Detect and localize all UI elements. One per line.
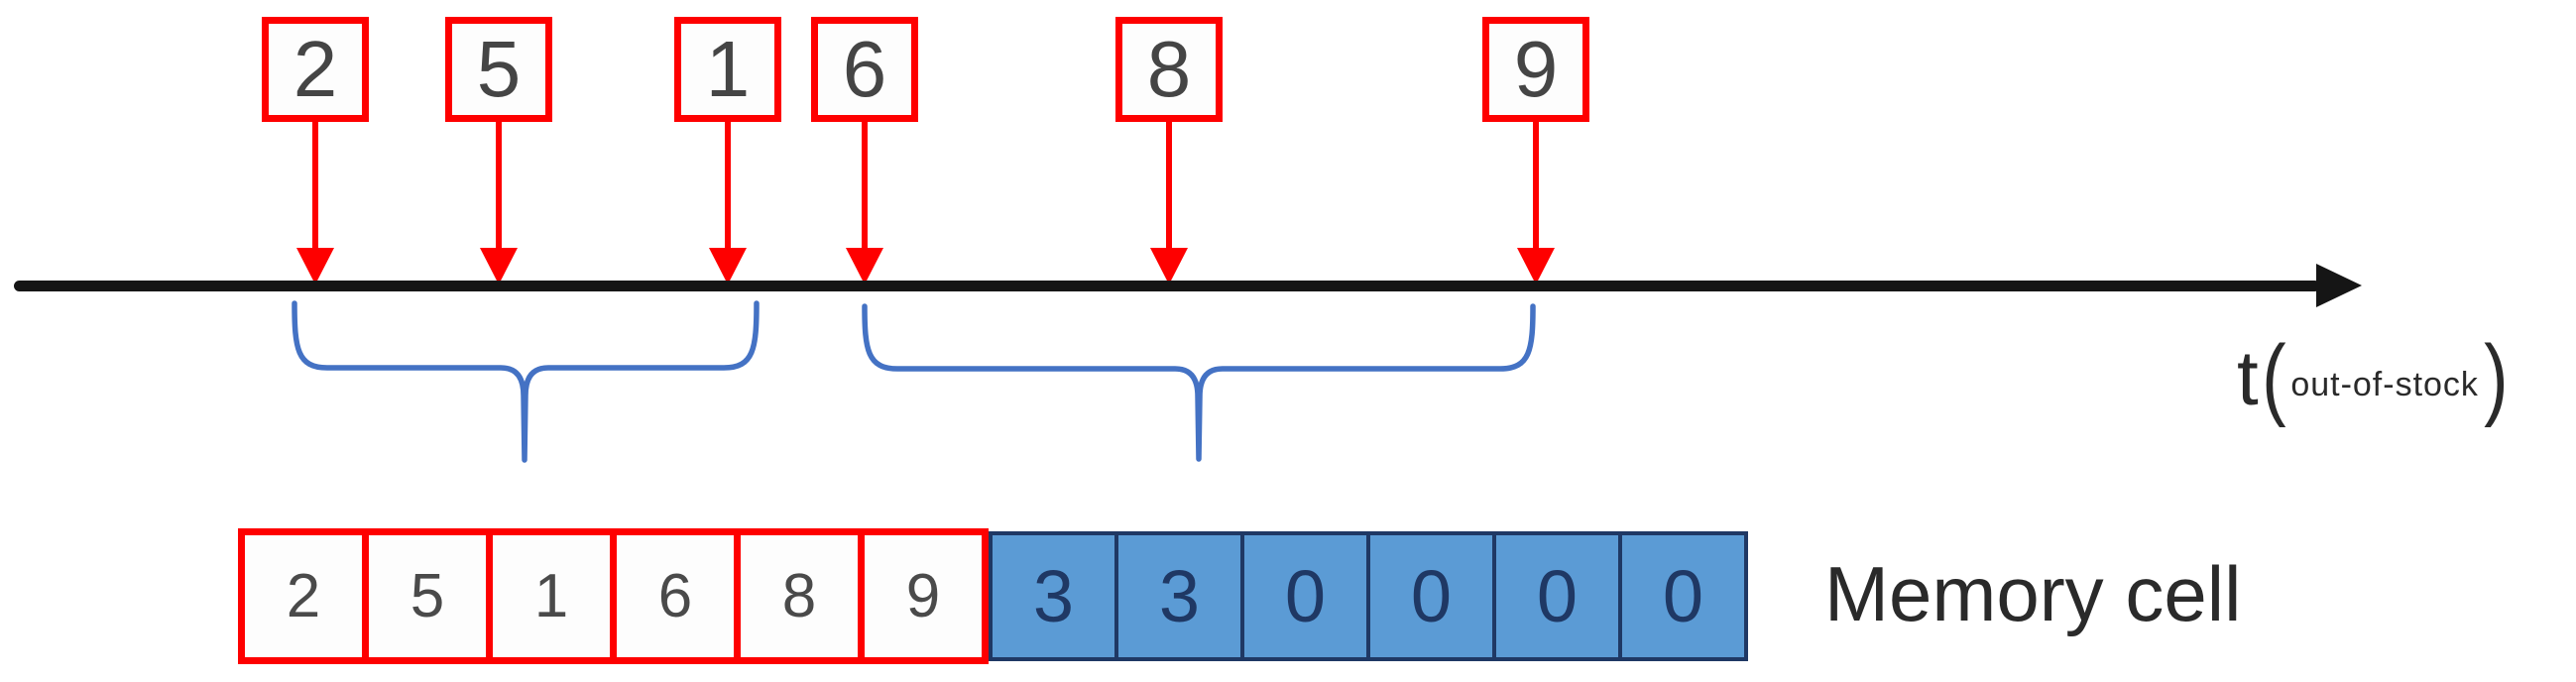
event-arrow-head-icon [480,248,518,284]
memory-cell-label: Memory cell [1824,550,2242,637]
axis-label-prefix: t [2237,334,2259,421]
event-value-box: 8 [1115,17,1223,122]
memory-buffer-cell: 6 [610,528,741,664]
timeline-event: 8 [1115,17,1223,286]
event-arrow-line [862,122,868,249]
event-value-box: 2 [262,17,369,122]
event-arrow-line [1533,122,1539,249]
event-arrow-head-icon [1150,248,1188,284]
time-axis-line [14,281,2320,291]
timeline-event: 6 [811,17,918,286]
event-arrow-line [725,122,731,249]
memory-buffer-cell: 1 [486,528,617,664]
memory-counter-cell: 3 [989,531,1118,661]
memory-counter-cell: 0 [1366,531,1496,661]
memory-counter-cell: 0 [1240,531,1370,661]
axis-label-subscript: out-of-stock [2290,365,2479,403]
timeline-event: 2 [262,17,369,286]
event-value-box: 1 [674,17,781,122]
event-arrow-head-icon [709,248,747,284]
timeline-event: 1 [674,17,781,286]
event-value-box: 6 [811,17,918,122]
memory-buffer-cell: 8 [734,528,865,664]
event-arrow-line [1166,122,1172,249]
event-value-box: 5 [445,17,552,122]
memory-counter-cell: 0 [1618,531,1748,661]
time-axis-label: t ( out-of-stock ) [2237,323,2512,432]
memory-buffer-cell: 2 [238,528,369,664]
memory-counter-cells: 3 3 0 0 0 0 [989,531,1748,661]
timeline-event: 9 [1482,17,1589,286]
event-arrow-head-icon [846,248,883,284]
memory-buffer-cells: 2 5 1 6 8 9 [238,528,989,664]
brace-group-2 [862,303,1536,462]
memory-counter-cell: 3 [1114,531,1244,661]
axis-label-close-paren: ) [2484,327,2509,428]
timeline-event: 5 [445,17,552,286]
memory-buffer-cell: 5 [362,528,493,664]
time-axis-arrow-head-icon [2316,264,2362,307]
event-arrow-head-icon [296,248,334,284]
axis-label-open-paren: ( [2261,327,2286,428]
event-arrow-line [496,122,502,249]
event-value-box: 9 [1482,17,1589,122]
event-arrow-head-icon [1517,248,1555,284]
event-arrow-line [312,122,318,249]
memory-buffer-cell: 9 [858,528,989,664]
brace-group-1 [292,300,760,463]
memory-counter-cell: 0 [1492,531,1622,661]
